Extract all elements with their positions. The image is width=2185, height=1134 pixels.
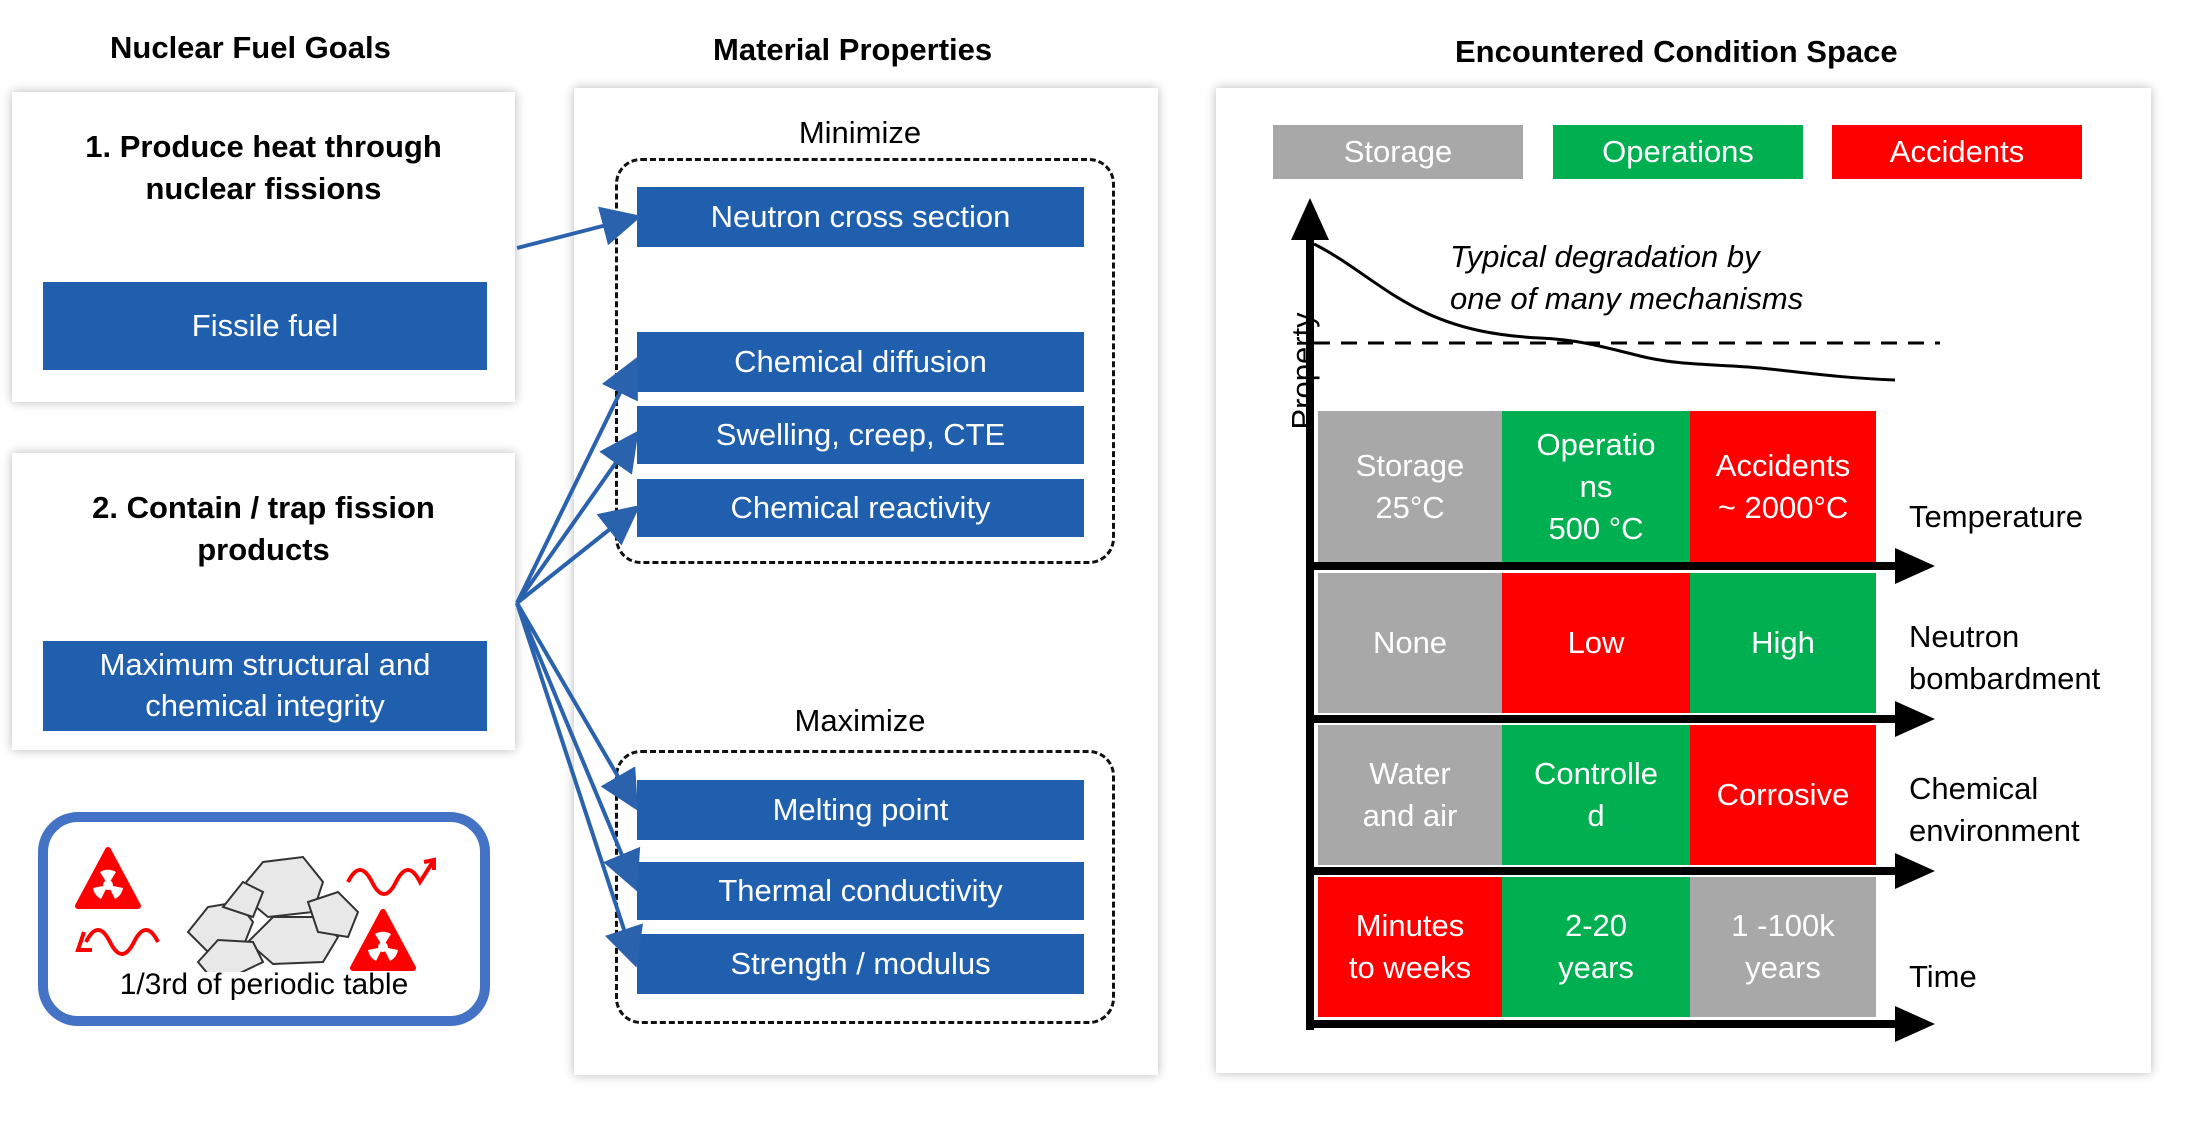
legend-accidents: Accidents [1832,125,2082,179]
axis-label-temperature: Temperature [1909,499,2084,534]
goal-panel-2: 2. Contain / trap fission products Maxim… [12,453,515,750]
periodic-table-illustration [75,847,436,972]
cell-accidents-time: 1 -100k years [1690,877,1876,1017]
cell-storage-time: Minutes to weeks [1318,877,1502,1017]
cell-operations-neutron: Low [1502,573,1690,713]
axis-label-time: Time [1909,959,1977,994]
strength-modulus-box: Strength / modulus [637,934,1084,994]
wave-icon [75,857,436,956]
radiation-warning-icon [350,909,416,971]
cell-storage-chemical: Water and air [1318,725,1502,865]
cell-operations-chemical: Controlle d [1502,725,1690,865]
cell-accidents-chemical: Corrosive [1690,725,1876,865]
neutron-cross-section-box: Neutron cross section [637,187,1084,247]
thermal-conductivity-box: Thermal conductivity [637,862,1084,920]
chemical-reactivity-box: Chemical reactivity [637,479,1084,537]
goal-panel-1: 1. Produce heat through nuclear fissions… [12,92,515,402]
goals-heading: Nuclear Fuel Goals [110,30,391,65]
legend-operations: Operations [1553,125,1803,179]
degradation-note: Typical degradation by one of many mecha… [1450,239,1804,316]
cell-operations-time: 2-20 years [1502,877,1690,1017]
periodic-table-card: 1/3rd of periodic table [38,812,490,1026]
cell-accidents-neutron: High [1690,573,1876,713]
cell-storage-neutron: None [1318,573,1502,713]
structural-integrity-box: Maximum structural and chemical integrit… [43,641,487,731]
legend-storage: Storage [1273,125,1523,179]
conditions-heading: Encountered Condition Space [1455,34,1898,69]
radiation-warning-icon [75,847,141,909]
rock-pile-icon [186,855,360,972]
periodic-table-caption: 1/3rd of periodic table [119,968,409,1001]
cell-operations-temp: Operatio ns 500 °C [1502,411,1690,563]
melting-point-box: Melting point [637,780,1084,840]
chemical-diffusion-box: Chemical diffusion [637,332,1084,392]
properties-heading: Material Properties [713,32,993,67]
cell-storage-temp: Storage 25°C [1318,411,1502,563]
maximize-label: Maximize [794,703,926,738]
axis-label-chemical: Chemical environment [1909,771,2080,848]
swelling-creep-box: Swelling, creep, CTE [637,406,1084,464]
fissile-fuel-box: Fissile fuel [43,282,487,370]
cell-accidents-temp: Accidents ~ 2000°C [1690,411,1876,563]
goal-title-1: 1. Produce heat through nuclear fissions [85,129,442,206]
minimize-label: Minimize [798,115,922,150]
axis-label-neutron: Neutron bombardment [1909,619,2101,696]
goal-title-2: 2. Contain / trap fission products [92,490,435,567]
